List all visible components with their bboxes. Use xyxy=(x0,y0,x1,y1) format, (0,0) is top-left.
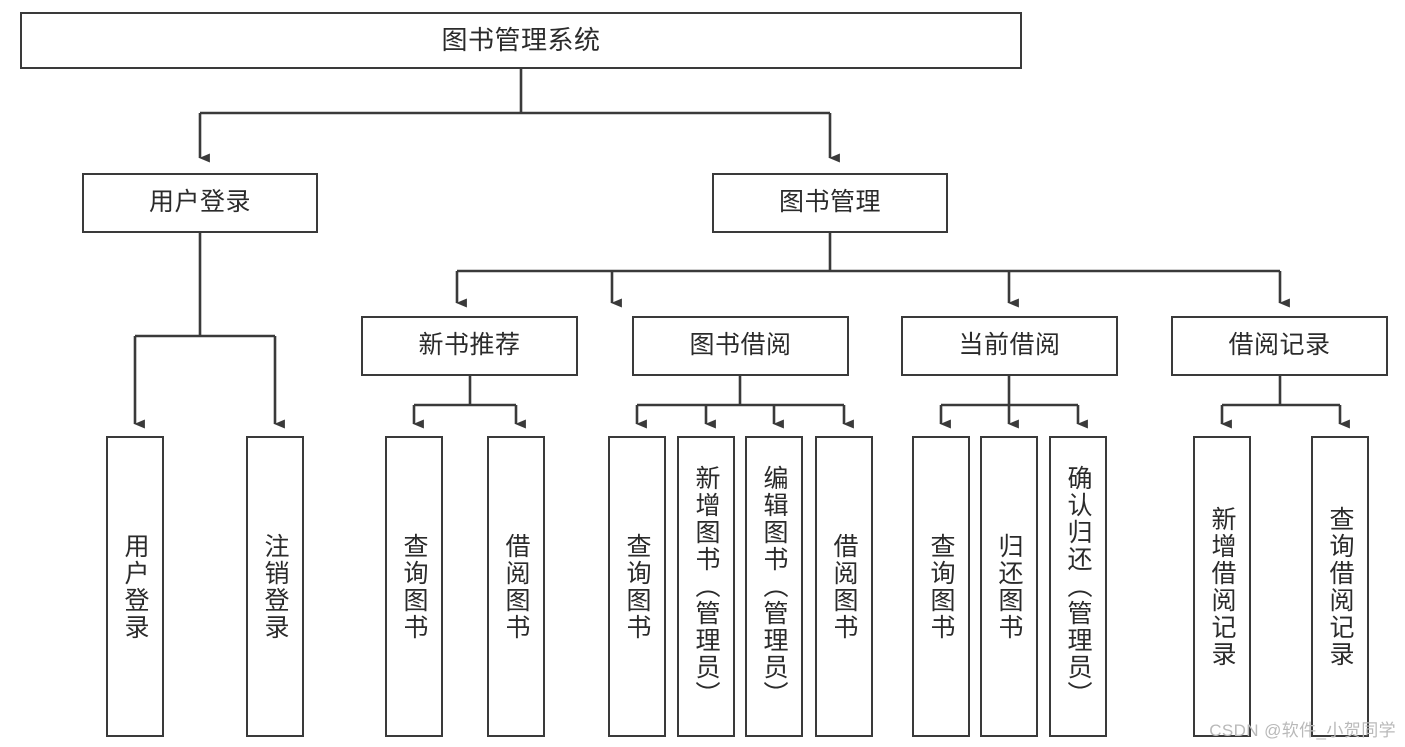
leaf-edit-book-label: 编辑图书（管理员） xyxy=(760,465,788,708)
leaf-borrow-book-1[interactable]: 借阅图书 xyxy=(487,436,545,737)
leaf-user-logout-label: 注销登录 xyxy=(261,532,289,641)
node-borrow-record[interactable]: 借阅记录 xyxy=(1171,316,1388,376)
leaf-borrow-book-1-label: 借阅图书 xyxy=(502,532,530,641)
leaf-query-book-3[interactable]: 查询图书 xyxy=(912,436,970,737)
node-new-book-rec[interactable]: 新书推荐 xyxy=(361,316,578,376)
leaf-add-book[interactable]: 新增图书（管理员） xyxy=(677,436,735,737)
leaf-add-book-label: 新增图书（管理员） xyxy=(692,465,720,708)
leaf-query-book-2[interactable]: 查询图书 xyxy=(608,436,666,737)
node-book-borrow[interactable]: 图书借阅 xyxy=(632,316,849,376)
leaf-confirm-return[interactable]: 确认归还（管理员） xyxy=(1049,436,1107,737)
node-book-manage[interactable]: 图书管理 xyxy=(712,173,948,233)
node-user-login-label: 用户登录 xyxy=(148,188,251,217)
leaf-add-record[interactable]: 新增借阅记录 xyxy=(1193,436,1251,737)
node-user-login[interactable]: 用户登录 xyxy=(82,173,318,233)
leaf-user-login[interactable]: 用户登录 xyxy=(106,436,164,737)
leaf-query-record[interactable]: 查询借阅记录 xyxy=(1311,436,1369,737)
leaf-query-record-label: 查询借阅记录 xyxy=(1326,505,1354,668)
node-current-borrow-label: 当前借阅 xyxy=(958,331,1061,360)
leaf-query-book-1[interactable]: 查询图书 xyxy=(385,436,443,737)
leaf-edit-book[interactable]: 编辑图书（管理员） xyxy=(745,436,803,737)
node-book-manage-label: 图书管理 xyxy=(778,188,881,217)
node-root-label: 图书管理系统 xyxy=(441,25,601,56)
leaf-query-book-2-label: 查询图书 xyxy=(623,532,651,641)
node-root[interactable]: 图书管理系统 xyxy=(20,12,1022,69)
leaf-borrow-book-2-label: 借阅图书 xyxy=(830,532,858,641)
leaf-query-book-3-label: 查询图书 xyxy=(927,532,955,641)
leaf-return-book-label: 归还图书 xyxy=(995,532,1023,641)
leaf-return-book[interactable]: 归还图书 xyxy=(980,436,1038,737)
leaf-user-logout[interactable]: 注销登录 xyxy=(246,436,304,737)
leaf-add-record-label: 新增借阅记录 xyxy=(1208,505,1236,668)
leaf-query-book-1-label: 查询图书 xyxy=(400,532,428,641)
node-borrow-record-label: 借阅记录 xyxy=(1228,331,1331,360)
leaf-confirm-return-label: 确认归还（管理员） xyxy=(1064,465,1092,708)
node-book-borrow-label: 图书借阅 xyxy=(689,331,792,360)
leaf-borrow-book-2[interactable]: 借阅图书 xyxy=(815,436,873,737)
watermark: CSDN @软件_小贺同学 xyxy=(1209,721,1396,740)
node-current-borrow[interactable]: 当前借阅 xyxy=(901,316,1118,376)
node-new-book-rec-label: 新书推荐 xyxy=(418,331,521,360)
leaf-user-login-label: 用户登录 xyxy=(121,532,149,641)
